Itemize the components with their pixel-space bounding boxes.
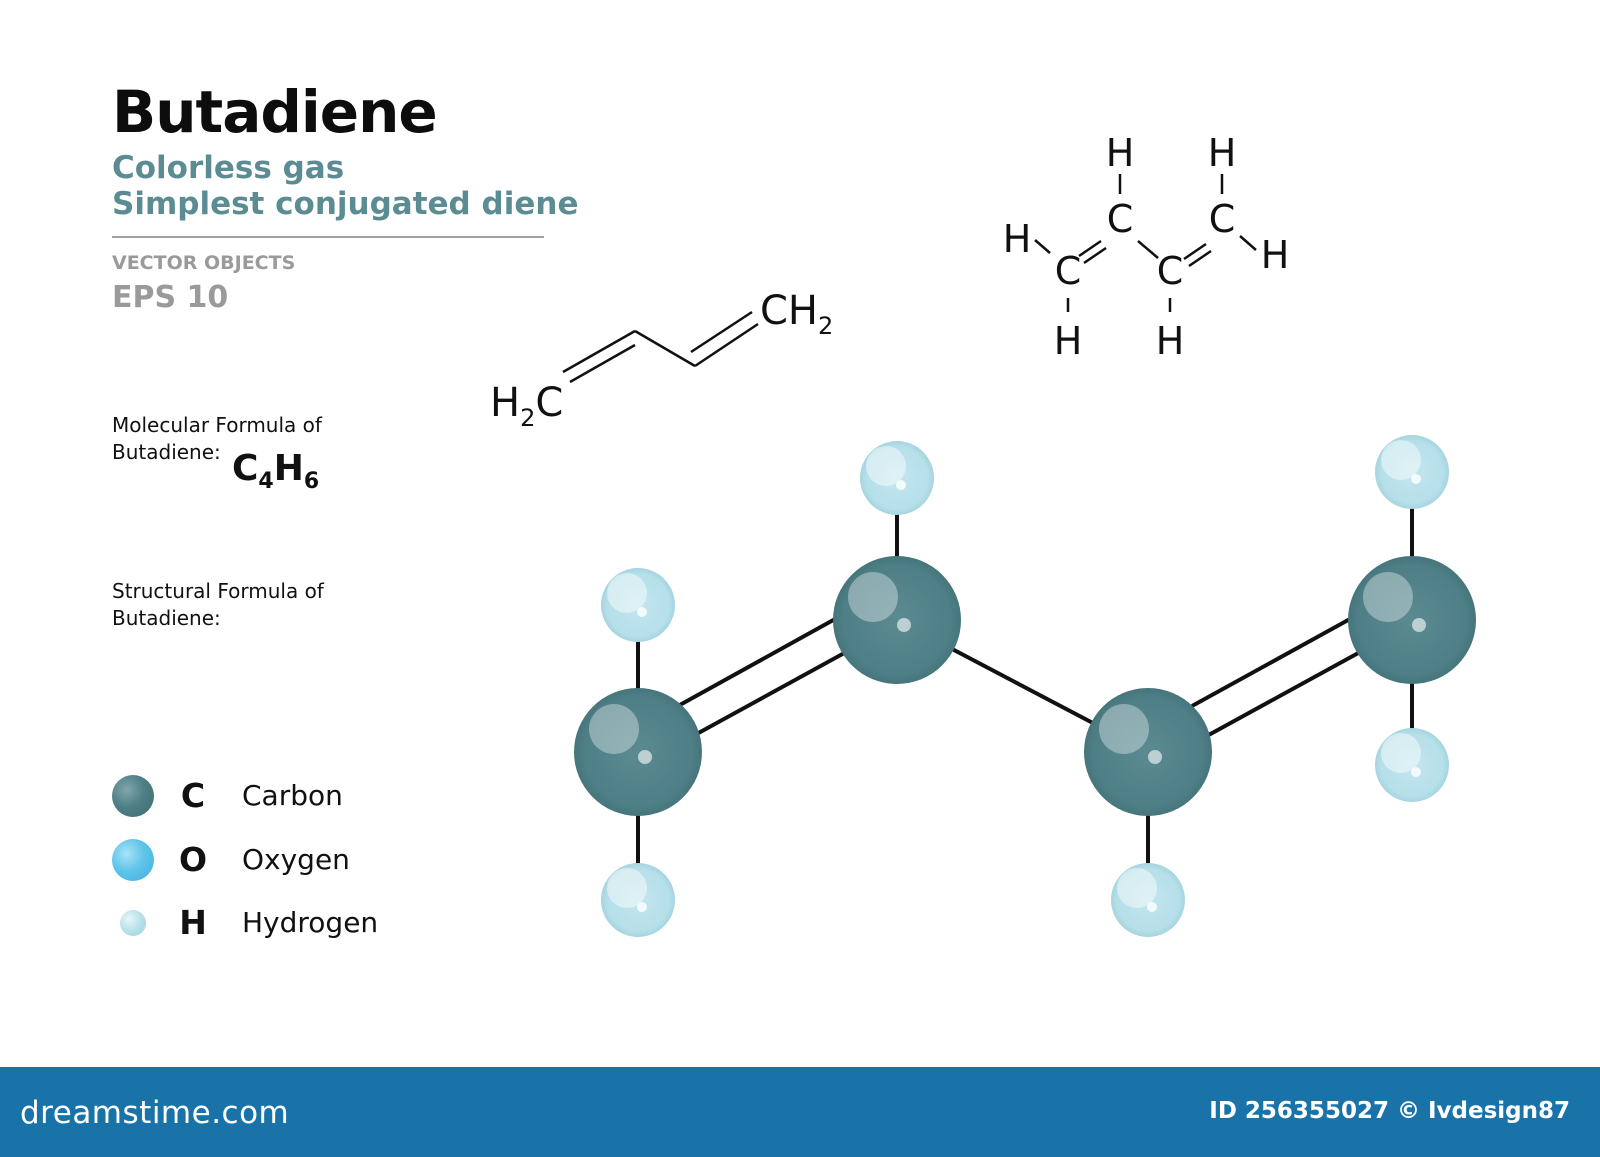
struct-double-c1-c2-b [1083, 246, 1107, 265]
model-double-c1-c2-b [692, 638, 869, 738]
legend-symbol-hydrogen: H [179, 903, 207, 942]
legend-symbol-carbon: C [180, 776, 206, 815]
skeletal-double-bond-left-a [562, 329, 636, 374]
subtitle-description: Simplest conjugated diene [112, 186, 579, 222]
skeletal-double-bond-right-b [690, 310, 753, 354]
skeletal-bonds [562, 310, 759, 384]
model-double-c3-c4-a [1191, 606, 1371, 708]
oxygen-dot-icon [112, 839, 154, 881]
struct-atom-h-right: H [1261, 233, 1290, 277]
footer-image-id: ID 256355027 © Ivdesign87 [1209, 1098, 1570, 1124]
page-title: Butadiene [112, 78, 438, 146]
legend-name-hydrogen: Hydrogen [242, 906, 379, 939]
structural-formula-label-line-2: Butadiene: [112, 606, 221, 630]
model-hydrogen-h3 [860, 441, 934, 515]
formula-count-c: 4 [258, 469, 274, 495]
formula-element-c: C [232, 448, 259, 489]
subtitle-state: Colorless gas [112, 150, 345, 186]
carbon-dot-icon [112, 775, 154, 817]
struct-atom-c3: C [1157, 249, 1184, 293]
skeletal-left-group: H2C [490, 380, 563, 432]
model-hydrogen-h1 [601, 568, 675, 642]
model-hydrogen-h5 [1375, 435, 1449, 509]
struct-atom-h-top-right: H [1208, 131, 1237, 175]
struct-bond-h-c1 [1034, 239, 1051, 254]
eps-label: EPS 10 [112, 280, 229, 315]
model-carbon-c4 [1348, 556, 1476, 684]
skeletal-single-bond [634, 329, 696, 368]
molecular-formula-label-line-1: Molecular Formula of [112, 413, 322, 437]
struct-double-c3-c4-b [1188, 249, 1212, 268]
legend-row-hydrogen: H Hydrogen [112, 900, 432, 946]
struct-double-c1-c2-a [1078, 239, 1102, 258]
structural-formula-diagram: H H C C H C C H H H [1003, 131, 1290, 363]
struct-atom-h-top-left: H [1106, 131, 1135, 175]
structural-formula-label: Structural Formula of Butadiene: [112, 578, 324, 632]
legend-row-oxygen: O Oxygen [112, 837, 432, 883]
title-divider [112, 236, 544, 238]
struct-atom-c4: C [1209, 197, 1236, 241]
footer-brand-logo[interactable]: dreamstime.com [20, 1095, 290, 1131]
vector-objects-label: VECTOR OBJECTS [112, 252, 296, 274]
legend-name-oxygen: Oxygen [242, 843, 350, 876]
struct-atom-h-bottom-left: H [1054, 319, 1083, 363]
legend-name-carbon: Carbon [242, 779, 343, 812]
struct-bond-c2-c3 [1137, 240, 1159, 259]
struct-atom-c2: C [1107, 197, 1134, 241]
model-double-c1-c2-a [677, 606, 856, 708]
footer-bar [0, 1067, 1600, 1157]
model-bonds [636, 472, 1414, 900]
ball-and-stick-model [574, 435, 1476, 937]
struct-atom-h-left: H [1003, 217, 1032, 261]
skeletal-double-bond-left-b [569, 343, 636, 384]
model-hydrogen-h2 [601, 863, 675, 937]
model-carbon-c1 [574, 688, 702, 816]
skeletal-double-bond-right-a [694, 322, 759, 368]
model-hydrogen-h6 [1375, 728, 1449, 802]
struct-bond-c4-h [1239, 235, 1257, 251]
struct-atom-h-bottom-right: H [1156, 319, 1185, 363]
legend-symbol-oxygen: O [178, 840, 208, 879]
model-carbon-c3 [1084, 688, 1212, 816]
hydrogen-dot-icon [120, 910, 146, 936]
formula-count-h: 6 [303, 469, 320, 495]
molecular-formula: C4H6 [232, 448, 319, 494]
struct-atom-c1: C [1055, 249, 1082, 293]
model-double-c3-c4-b [1204, 638, 1383, 739]
skeletal-right-group: CH2 [760, 288, 833, 340]
legend-row-carbon: C Carbon [112, 773, 432, 819]
structural-bonds [1034, 174, 1257, 312]
struct-double-c3-c4-a [1183, 242, 1207, 261]
model-hydrogen-h4 [1111, 863, 1185, 937]
structural-formula-label-line-1: Structural Formula of [112, 579, 324, 603]
molecular-formula-label-line-2: Butadiene: [112, 440, 221, 464]
structural-atom-labels: H H C C H C C H H H [1003, 131, 1290, 363]
model-carbon-c2 [833, 556, 961, 684]
molecular-formula-label: Molecular Formula of Butadiene: [112, 412, 322, 466]
formula-element-h: H [273, 448, 304, 489]
skeletal-formula-diagram: H2C CH2 [490, 288, 833, 432]
